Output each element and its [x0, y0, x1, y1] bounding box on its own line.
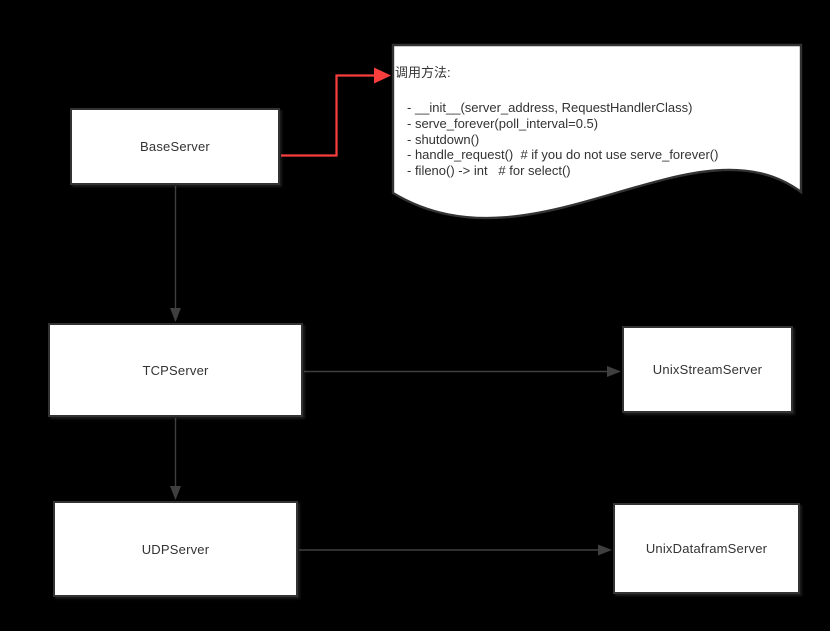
node-tcpserver: TCPServer — [48, 323, 303, 417]
note-method-line: - serve_forever(poll_interval=0.5) — [407, 115, 599, 131]
arrow-baseserver-to-tcpserver — [170, 186, 181, 322]
arrow-baseserver-to-note-red — [281, 67, 391, 157]
note-method-line: - __init__(server_address, RequestHandle… — [407, 100, 693, 115]
note-body: - __init__(server_address, RequestHandle… — [407, 100, 718, 179]
node-udpserver: UDPServer — [53, 501, 298, 597]
note-method-line: - shutdown() — [407, 131, 480, 147]
note-method-line: - fileno() -> int # for select() — [407, 163, 571, 179]
node-label: BaseServer — [140, 139, 210, 154]
node-unixdataframserver: UnixDataframServer — [613, 503, 800, 594]
arrow-udpserver-to-unixdataframserver — [299, 544, 612, 556]
arrow-tcpserver-to-udpserver — [170, 418, 181, 500]
note-method-line: - handle_request() # if you do not use s… — [407, 147, 719, 163]
note-document-shape — [391, 43, 803, 220]
note-title: 调用方法: — [395, 65, 451, 80]
node-label: UnixDataframServer — [645, 541, 768, 556]
node-label: TCPServer — [142, 362, 209, 378]
node-unixstreamserver: UnixStreamServer — [622, 326, 793, 413]
node-label: UDPServer — [141, 541, 210, 557]
arrow-tcpserver-to-unixstreamserver — [304, 366, 621, 377]
node-baseserver: BaseServer — [70, 108, 280, 185]
node-label: UnixStreamServer — [652, 362, 763, 377]
